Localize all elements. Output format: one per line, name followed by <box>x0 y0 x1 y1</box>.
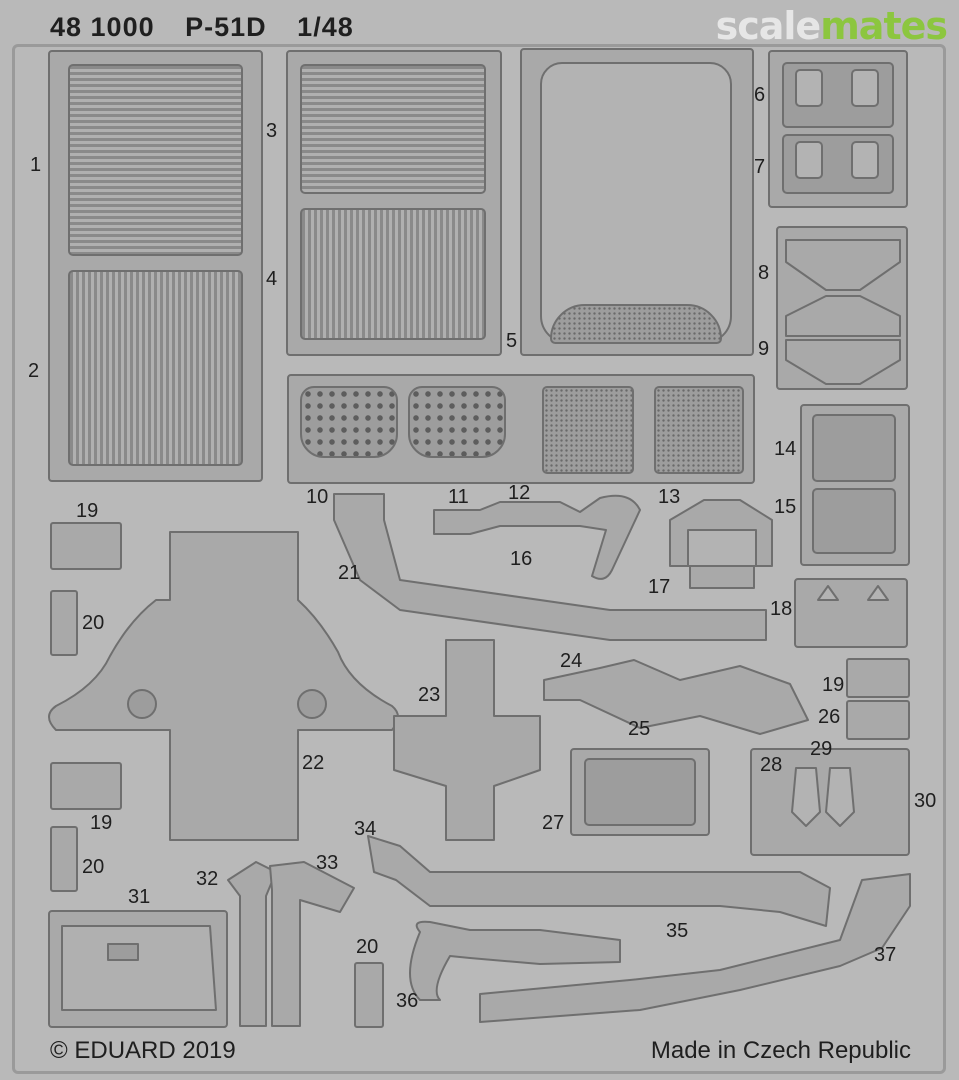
part-number-2: 2 <box>28 360 40 382</box>
part-19c-frame <box>846 658 910 698</box>
part-number-20-repeat-bottom: 20 <box>356 936 379 958</box>
part-number-34: 34 <box>354 818 377 840</box>
part-19b-frame <box>50 762 122 810</box>
part-number-28: 28 <box>760 754 783 776</box>
part-20b-frame <box>50 826 78 892</box>
part-number-8: 8 <box>758 262 770 284</box>
part-number-36: 36 <box>396 990 419 1012</box>
fret-border <box>12 44 946 1074</box>
part-22 <box>48 531 399 841</box>
part-number-15: 15 <box>774 496 797 518</box>
part-1-grille <box>68 64 243 256</box>
part-19-frame <box>50 522 122 570</box>
part-number-3: 3 <box>266 120 278 142</box>
part-number-22: 22 <box>302 752 325 774</box>
part-number-31: 31 <box>128 886 151 908</box>
part-13 <box>654 386 744 474</box>
fret-header: 48 1000 P-51D 1/48 <box>50 12 376 43</box>
part-36 <box>409 920 621 1001</box>
part-number-27: 27 <box>542 812 565 834</box>
part-number-4: 4 <box>266 268 278 290</box>
part-number-1: 1 <box>30 154 42 176</box>
part-24-25 <box>543 659 809 735</box>
part-10 <box>300 386 398 458</box>
part-number-33: 33 <box>316 852 339 874</box>
part-12 <box>542 386 634 474</box>
part-9 <box>785 339 901 385</box>
part-number-30: 30 <box>914 790 937 812</box>
origin-text: Made in Czech Republic <box>650 1037 911 1064</box>
part-number-16: 16 <box>510 548 533 570</box>
part-5-cover <box>540 62 732 344</box>
part-number-25: 25 <box>628 718 651 740</box>
part-20-frame <box>50 590 78 656</box>
part-number-29: 29 <box>810 738 833 760</box>
part-8-bottom <box>785 295 901 337</box>
part-number-5: 5 <box>506 330 518 352</box>
part-number-19: 19 <box>76 500 99 522</box>
part-number-24: 24 <box>560 650 583 672</box>
part-number-35: 35 <box>666 920 689 942</box>
part-number-14: 14 <box>774 438 797 460</box>
part-number-10: 10 <box>306 486 329 508</box>
product-code: 48 1000 <box>50 12 155 42</box>
part-8-top <box>785 239 901 291</box>
part-37 <box>479 873 911 1023</box>
part-number-11: 11 <box>448 486 469 508</box>
part-26-frame <box>846 700 910 740</box>
part-32 <box>227 861 277 1027</box>
part-16 <box>433 494 641 580</box>
copyright-text: © EDUARD 2019 <box>50 1037 236 1064</box>
part-number-37: 37 <box>874 944 897 966</box>
part-33 <box>269 861 355 1027</box>
scale-label: 1/48 <box>297 12 354 42</box>
part-number-20-repeat: 20 <box>82 856 105 878</box>
part-number-9: 9 <box>758 338 770 360</box>
part-15 <box>812 488 896 554</box>
part-number-21: 21 <box>338 562 361 584</box>
part-27 <box>584 758 696 826</box>
part-20c-frame <box>354 962 384 1028</box>
part-number-13: 13 <box>658 486 681 508</box>
part-21 <box>333 493 767 641</box>
part-34-35 <box>367 835 831 927</box>
part-14 <box>812 414 896 482</box>
part-number-6: 6 <box>754 84 766 106</box>
part-18-frame <box>794 578 908 648</box>
part-number-32: 32 <box>196 868 219 890</box>
watermark-logo: scalemates <box>715 4 948 48</box>
part-2-grille <box>68 270 243 466</box>
part-number-19-repeat-right: 19 <box>822 674 845 696</box>
part-number-17: 17 <box>648 576 671 598</box>
part-number-23: 23 <box>418 684 441 706</box>
part-number-12: 12 <box>508 482 531 504</box>
part-11 <box>408 386 506 458</box>
model-name: P-51D <box>185 12 267 42</box>
part-23 <box>393 639 541 841</box>
part-number-20: 20 <box>82 612 105 634</box>
part-3-grille <box>300 64 486 194</box>
part-number-18: 18 <box>770 598 793 620</box>
part-number-26: 26 <box>818 706 841 728</box>
part-4-grille <box>300 208 486 340</box>
part-number-7: 7 <box>754 156 766 178</box>
part-number-19-repeat: 19 <box>90 812 113 834</box>
